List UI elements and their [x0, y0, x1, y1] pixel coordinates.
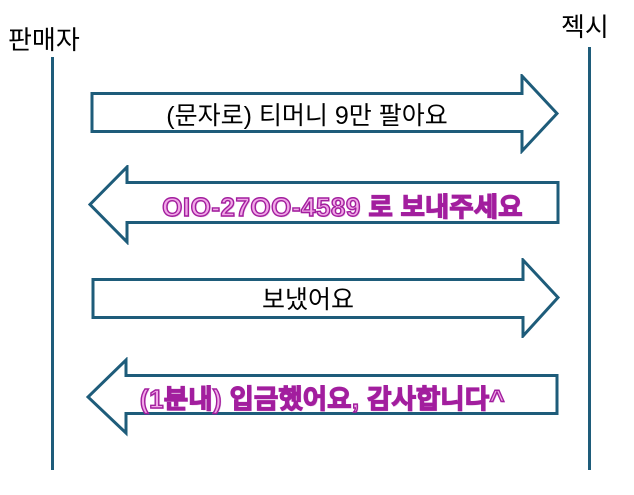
message-arrow-2: OIO-27OO-4589 로 보내주세요	[88, 165, 560, 245]
actor-label-jeksi: 젝시	[561, 12, 609, 42]
message-arrow-3: 보냈어요	[91, 258, 561, 338]
right-arrow-shape	[90, 74, 560, 154]
left-arrow-shape	[86, 357, 559, 437]
actor-label-seller: 판매자	[8, 25, 80, 55]
message-text-3: 보냈어요	[261, 286, 354, 314]
left-arrow-shape	[88, 165, 560, 245]
message-arrow-4: (1분내) 입금했어요, 감사합니다^	[86, 357, 559, 437]
message-arrow-1: (문자로) 티머니 9만 팔아요	[90, 74, 560, 154]
lifeline-seller	[51, 57, 54, 470]
message-text-4: (1분내) 입금했어요, 감사합니다^	[139, 383, 506, 414]
message-text-2: OIO-27OO-4589 로 보내주세요	[161, 191, 523, 222]
message-text-1: (문자로) 티머니 9만 팔아요	[166, 102, 448, 130]
right-arrow-shape	[91, 258, 561, 338]
lifeline-jeksi	[588, 47, 591, 470]
